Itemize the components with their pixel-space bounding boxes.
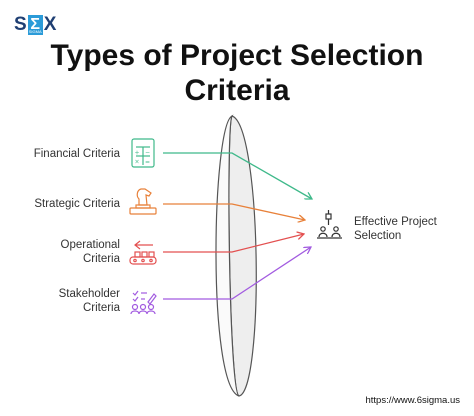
team-decision-icon	[317, 210, 342, 239]
logo-sigma-caption: SIGMA	[28, 29, 42, 34]
chess-knight-icon	[129, 188, 157, 215]
outcome-line-1: Effective Project	[354, 216, 437, 228]
calculator-icon: + − × =	[131, 138, 155, 168]
brand-logo: S Σ SIGMA X	[14, 14, 56, 36]
label-operational-criteria: Operational Criteria	[10, 238, 120, 266]
arrow-strategic	[163, 203, 305, 220]
label-operational-line-2: Criteria	[82, 253, 120, 265]
label-stakeholder-line-1: Stakeholder	[58, 288, 120, 300]
title-line-2: Criteria	[184, 74, 290, 107]
svg-text:+: +	[135, 150, 140, 157]
label-strategic-criteria: Strategic Criteria	[10, 197, 120, 211]
footer-url[interactable]: https://www.6sigma.us	[365, 395, 460, 406]
lens-shape	[215, 114, 257, 397]
people-checklist-icon	[130, 290, 157, 315]
conveyor-icon	[129, 240, 157, 265]
page-title: Types of Project Selection Criteria	[0, 38, 474, 108]
logo-letter-s: S	[14, 14, 27, 35]
label-stakeholder-line-2: Criteria	[82, 302, 120, 314]
logo-sigma-glyph: Σ	[30, 16, 40, 33]
arrow-financial	[163, 152, 312, 199]
logo-sigma-block: Σ SIGMA	[27, 15, 43, 35]
label-financial-criteria: Financial Criteria	[10, 147, 120, 161]
arrow-operational	[163, 234, 304, 253]
svg-text:=: =	[145, 159, 150, 166]
outcome-line-2: Selection	[354, 230, 402, 242]
svg-text:×: ×	[135, 159, 140, 166]
title-line-1: Types of Project Selection	[50, 39, 424, 72]
svg-text:−: −	[145, 150, 150, 157]
outcome-label: Effective Project Selection	[354, 215, 437, 243]
arrow-stakeholder	[163, 247, 311, 300]
label-strategic-text: Strategic Criteria	[34, 198, 120, 210]
label-operational-line-1: Operational	[60, 239, 120, 251]
logo-letter-x: X	[43, 14, 57, 35]
label-financial-text: Financial Criteria	[33, 148, 120, 160]
label-stakeholder-criteria: Stakeholder Criteria	[10, 287, 120, 315]
